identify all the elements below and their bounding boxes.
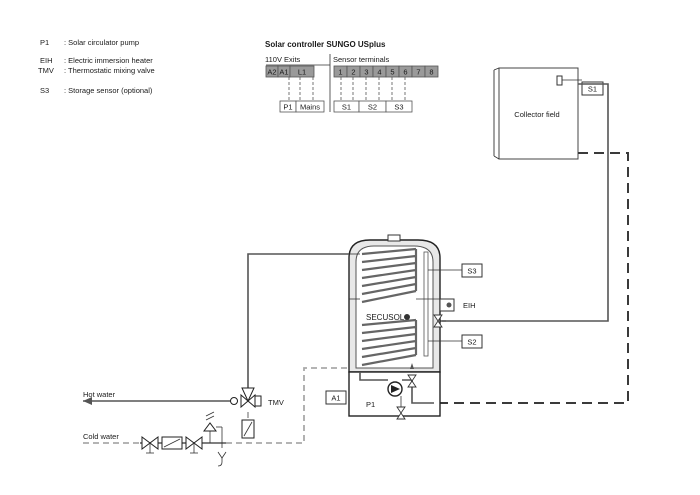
cold-fittings: [141, 411, 255, 467]
sensor-terminals-label: Sensor terminals: [333, 55, 390, 64]
collector-label: Collector field: [514, 110, 559, 119]
tank-brand: SECUSOL: [366, 313, 405, 322]
legend-desc-tmv: : Thermostatic mixing valve: [64, 66, 155, 75]
collector-sensor-probe: [556, 75, 563, 86]
relief-valve-icon: [203, 422, 217, 432]
solar-flow-pipe: [434, 83, 609, 322]
sensor-terminal-label: 8: [429, 68, 433, 77]
sensor-terminal-label: 7: [416, 68, 420, 77]
drain-valve-icon: [396, 406, 406, 420]
legend-code-tmv: TMV: [38, 66, 54, 75]
tmv-actuator-icon: [254, 395, 262, 407]
solar-return-pipe: [434, 152, 629, 404]
conn-s3: S3: [394, 103, 403, 112]
tmv-label: TMV: [268, 398, 284, 407]
conn-box-s3: [385, 100, 413, 113]
sensor-tag-s3: [461, 263, 483, 278]
cold-to-tank-pipe: [226, 367, 349, 444]
legend: P1 : Solar circulator pump EIH : Electri…: [38, 38, 155, 95]
legend-desc-s3: : Storage sensor (optional): [64, 86, 153, 95]
upper-coil: [361, 247, 418, 304]
tundish-icon: [217, 451, 227, 459]
vent-icon: [410, 363, 414, 369]
sensor-terminal-label: 6: [403, 68, 407, 77]
hot-supply-pipe: [247, 253, 349, 388]
conn-p1: P1: [283, 103, 292, 112]
conn-box-mains: [295, 100, 325, 113]
tank-top-port: [387, 234, 401, 242]
legend-code-eih: EIH: [40, 56, 53, 65]
mixing-valve: TMV: [230, 387, 284, 409]
sensor-s2-label: S2: [467, 338, 476, 347]
pump-label: P1: [366, 400, 375, 409]
sensor-terminal-label: 1: [338, 68, 342, 77]
drain-outlet-icon: [217, 458, 223, 467]
eih-label: EIH: [463, 301, 476, 310]
tmv-top-icon: [241, 387, 255, 403]
reducer-diagonal: [163, 438, 181, 448]
sensor-tag-s2: [461, 334, 483, 349]
exit-terminal-cell: [289, 65, 315, 78]
hot-water-label: Hot water: [83, 390, 116, 399]
storage-tank: SECUSOL: [348, 234, 441, 417]
conn-s2: S2: [368, 103, 377, 112]
brand-logo-icon: [404, 314, 410, 320]
sensor-s3-label: S3: [467, 267, 476, 276]
sensor-connections: S1 S2 S3: [333, 100, 413, 113]
sensor-tag-s1: [581, 81, 604, 96]
pump-suction-pipe: [359, 372, 388, 381]
heater-terminal-icon: [446, 302, 452, 308]
pump-group: P1 A1: [325, 363, 434, 420]
pump-arrow-icon: [391, 385, 400, 393]
collector-field: Collector field S1: [493, 67, 604, 160]
collector-corners: [493, 67, 500, 160]
relief-spring-icon: [205, 411, 215, 421]
sensor-s1-label: S1: [588, 85, 597, 94]
exit-terminal-label: L1: [298, 68, 306, 77]
exit-terminal-label: A1: [279, 68, 288, 77]
sensor-terminal-cell: [424, 65, 439, 78]
sensor-well: [423, 251, 429, 357]
vessel-diagonal: [243, 421, 253, 437]
tmv-sensor-icon: [230, 397, 238, 405]
controller-title: Solar controller SUNGO USplus: [265, 40, 386, 49]
conn-mains: Mains: [300, 103, 320, 112]
hot-outlet-arrow-icon: [83, 397, 92, 405]
exits-label: 110V Exits: [265, 55, 301, 64]
output-a1-label: A1: [331, 394, 340, 403]
collector-panel: [498, 67, 579, 160]
cold-water-label: Cold water: [83, 432, 119, 441]
exit-terminal-label: A2: [267, 68, 276, 77]
sensor-terminal-label: 2: [351, 68, 355, 77]
legend-desc-eih: : Electric immersion heater: [64, 56, 153, 65]
legend-code-s3: S3: [40, 86, 49, 95]
sensor-terminal-label: 5: [390, 68, 394, 77]
conn-s1: S1: [342, 103, 351, 112]
sensor-terminal-label: 3: [364, 68, 368, 77]
pump-discharge-pipe: [402, 379, 434, 404]
legend-desc-p1: : Solar circulator pump: [64, 38, 139, 47]
tank-inner-vessel: [355, 245, 434, 369]
exit-connections: P1 Mains: [279, 100, 325, 113]
controller: Solar controller SUNGO USplus 110V Exits…: [265, 40, 439, 113]
lower-coil: [361, 318, 418, 367]
sensor-terminal-label: 4: [377, 68, 381, 77]
output-tag-a1: [325, 390, 347, 405]
flow-valve-icon: [433, 314, 443, 328]
legend-code-p1: P1: [40, 38, 49, 47]
safety-valve-icon: [407, 374, 417, 388]
